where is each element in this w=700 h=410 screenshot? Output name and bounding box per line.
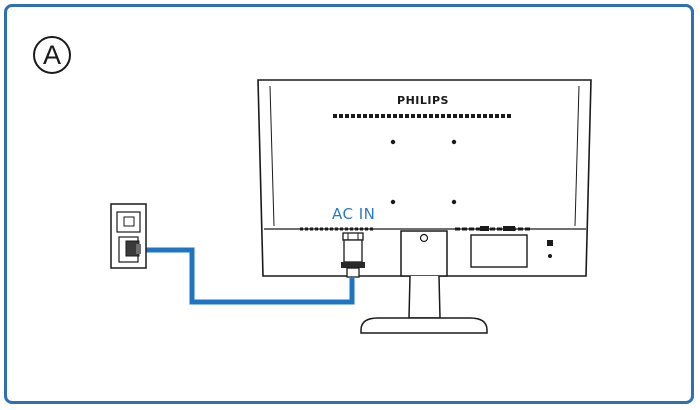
step-badge: A (33, 36, 71, 74)
stand-base (360, 317, 488, 334)
stand-neck (400, 230, 448, 319)
rear-panel (470, 234, 528, 268)
connector-row (300, 226, 530, 231)
vesa-holes (390, 139, 457, 205)
ac-power-plug (341, 232, 365, 278)
ac-in-label: AC IN (332, 205, 376, 223)
brand-logo: PHILIPS (397, 94, 449, 107)
lock-slot-icon (547, 240, 553, 258)
power-cable (140, 247, 355, 305)
wall-plug (125, 240, 141, 257)
wall-outlet (110, 203, 147, 269)
